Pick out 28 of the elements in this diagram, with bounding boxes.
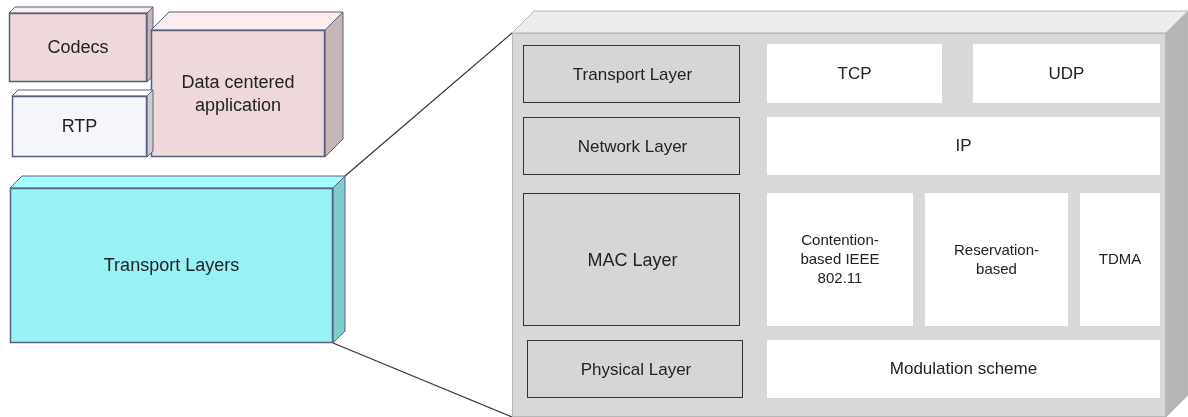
layer-label: Modulation scheme	[888, 358, 1039, 380]
layer-label: UDP	[1047, 62, 1086, 85]
layer-label: Contention-based IEEE 802.11	[799, 231, 881, 288]
zoom-line	[344, 32, 513, 177]
layer-label: IP	[954, 135, 973, 157]
layer-label: RTP	[60, 115, 99, 138]
zoom-line	[332, 342, 513, 417]
protocol-box	[767, 340, 1160, 398]
protocol-box	[973, 44, 1160, 103]
protocol-box	[767, 44, 942, 103]
layer-label: TDMA	[1097, 250, 1143, 269]
protocol-box	[925, 193, 1068, 326]
protocol-box	[1080, 193, 1160, 326]
layer-label: MAC Layer	[586, 249, 679, 272]
layer-label: Reservation-based	[952, 240, 1040, 279]
layer-label: Codecs	[46, 36, 110, 59]
layer-label: Physical Layer	[579, 359, 693, 381]
layer-label: Network Layer	[576, 136, 689, 158]
layer-box	[523, 117, 740, 175]
layer-label: Transport Layer	[571, 64, 694, 86]
protocol-box	[767, 193, 913, 326]
layer-label: Data centered application	[180, 71, 296, 116]
layer-label: TCP	[836, 62, 873, 85]
protocol-box	[767, 117, 1160, 175]
layer-box	[523, 45, 740, 103]
layer-label: Transport Layers	[102, 254, 241, 277]
layer-box	[523, 193, 740, 326]
layer-box	[527, 340, 743, 398]
